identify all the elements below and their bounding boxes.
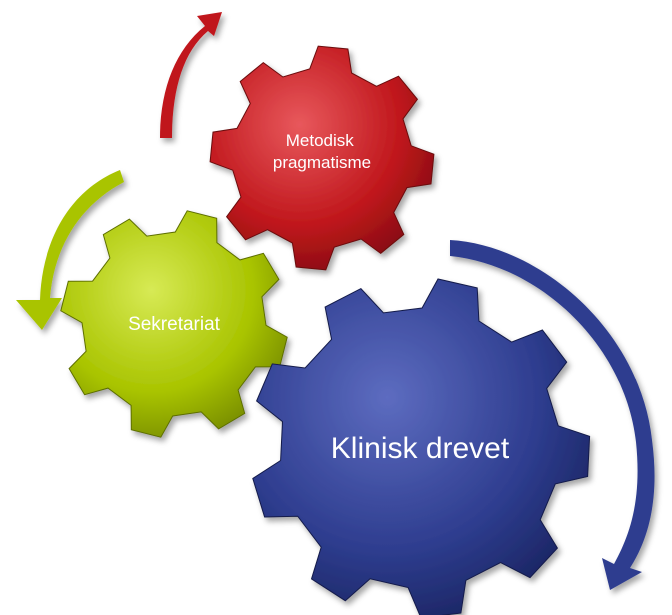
blue-curved-arrow	[450, 240, 655, 590]
gear-metodisk: Metodisk pragmatisme	[209, 45, 435, 271]
gear-klinisk-label: Klinisk drevet	[331, 432, 510, 465]
red-curved-arrow	[160, 12, 222, 138]
gear-metodisk-label: Metodisk pragmatisme	[273, 131, 371, 172]
gear-sekretariat-label: Sekretariat	[128, 314, 221, 335]
gear-klinisk: Klinisk drevet	[252, 278, 591, 615]
gear-sekretariat: Sekretariat	[60, 210, 288, 438]
green-curved-arrow	[16, 170, 124, 330]
